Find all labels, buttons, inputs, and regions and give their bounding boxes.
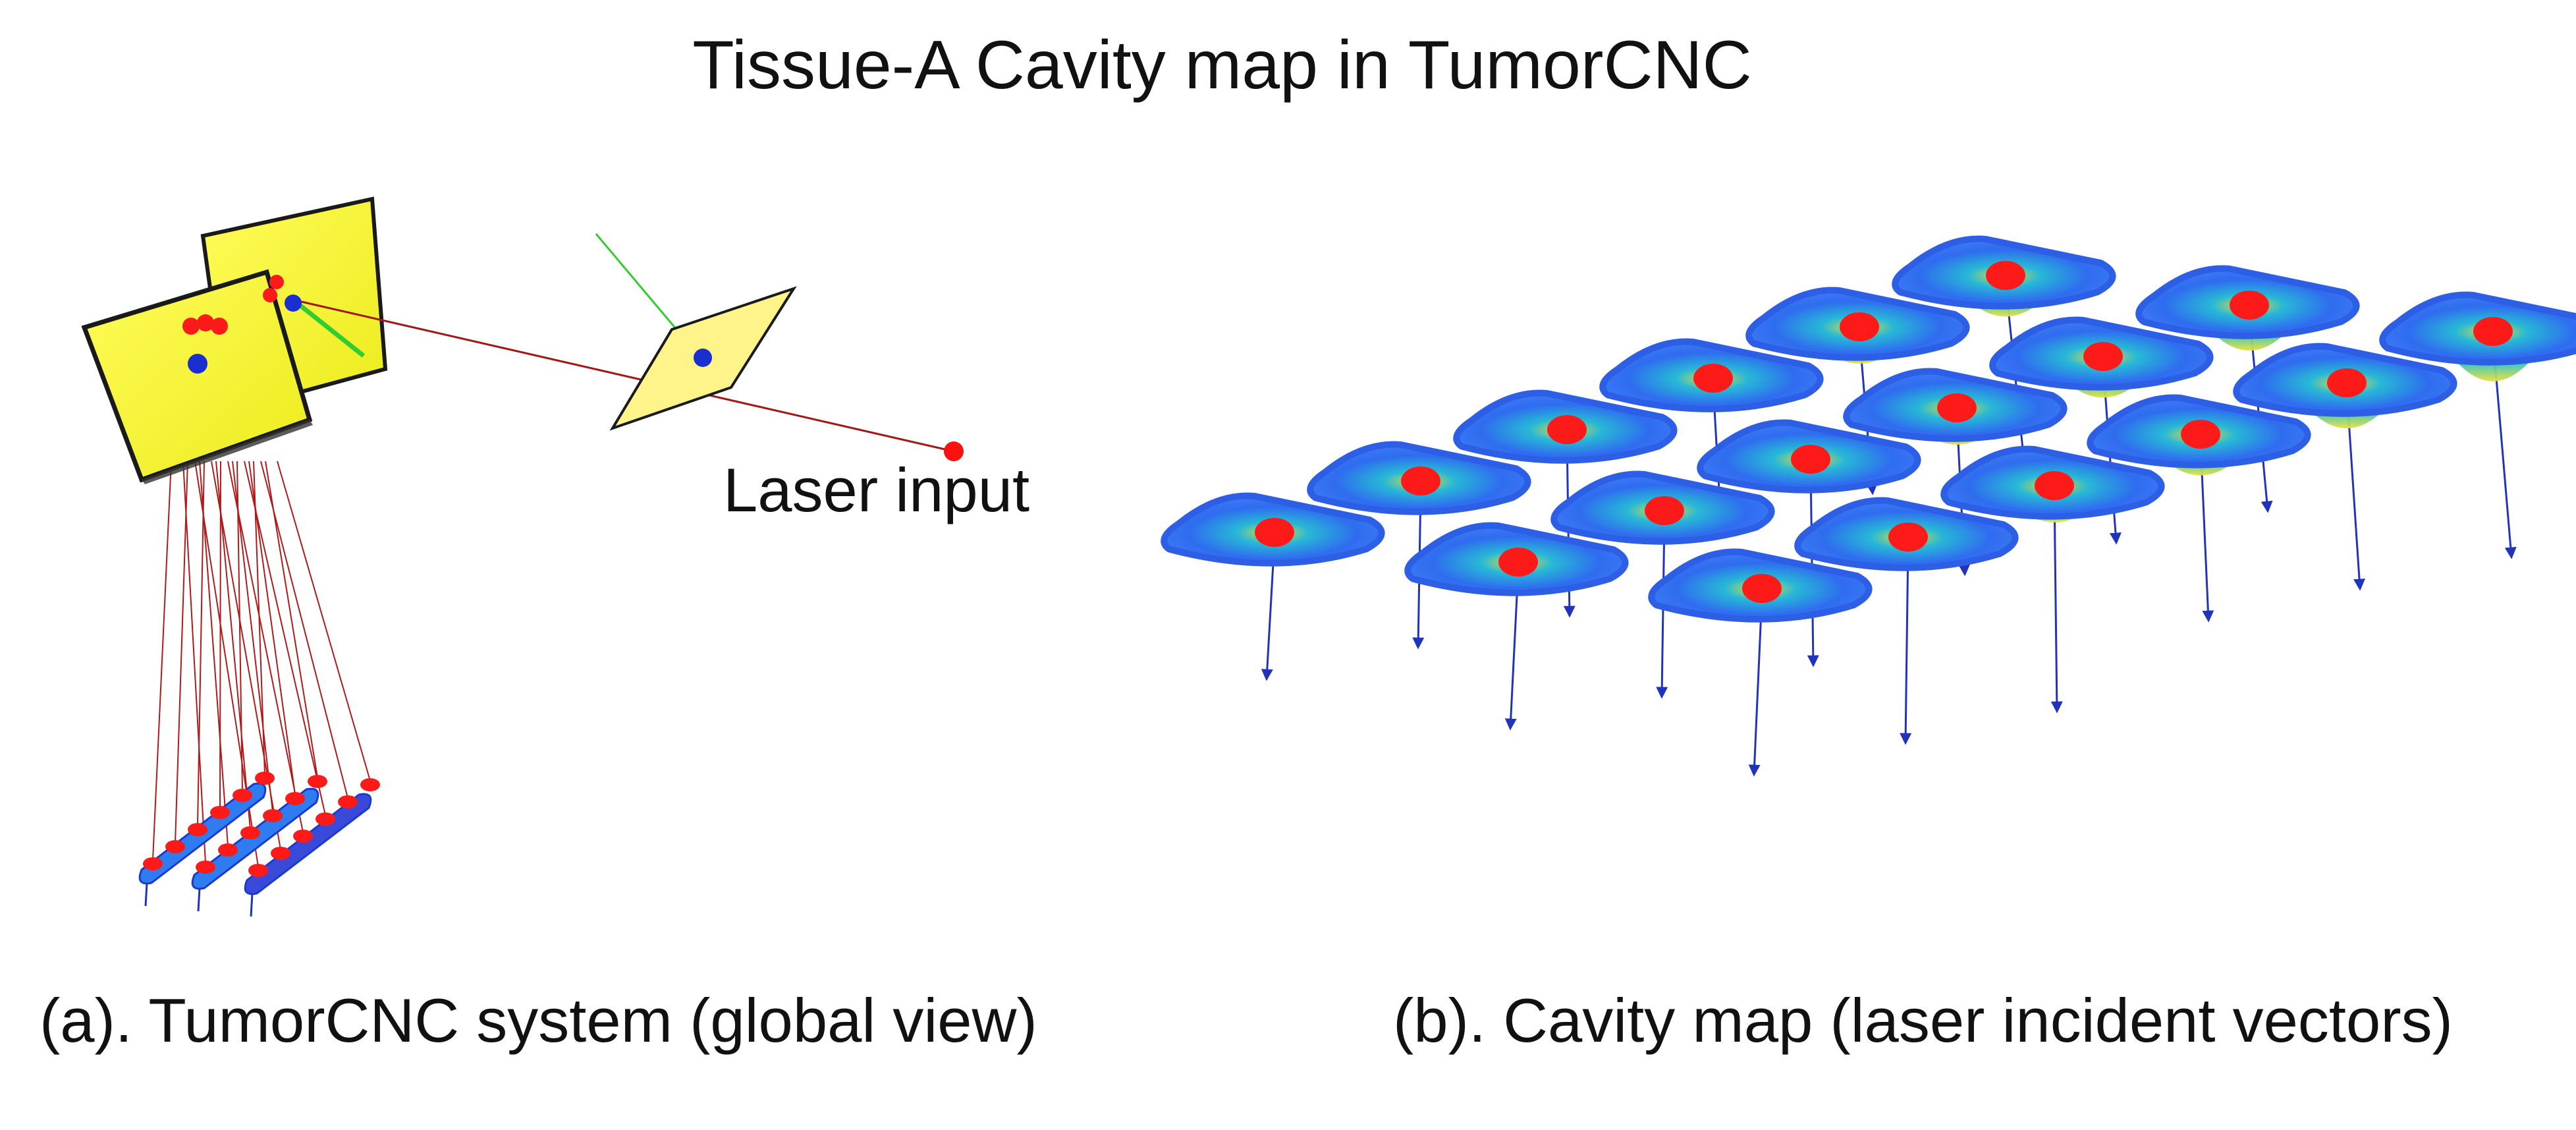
front-mirror bbox=[81, 269, 313, 483]
cavity-target bbox=[1547, 415, 1587, 444]
cavity-target bbox=[1693, 364, 1733, 393]
fan-beam bbox=[211, 461, 281, 850]
cavity-target bbox=[2473, 317, 2513, 346]
incident-vector bbox=[1748, 596, 1763, 777]
laser-input-point bbox=[944, 441, 964, 461]
sample-vector bbox=[197, 888, 201, 912]
sample-target bbox=[338, 795, 358, 808]
sample-target bbox=[218, 843, 238, 857]
laser-input-label: Laser input bbox=[723, 455, 1030, 524]
sample-target bbox=[271, 847, 290, 860]
sample-vector bbox=[144, 882, 148, 907]
cavity-target bbox=[1498, 548, 1538, 577]
cavity-tile bbox=[1794, 497, 2019, 745]
guide-line-short bbox=[291, 298, 366, 358]
sample-target bbox=[240, 826, 260, 839]
panel-b-cavity-map bbox=[1161, 235, 2576, 777]
cavity-target bbox=[1401, 466, 1440, 495]
galvo-pivot bbox=[285, 295, 302, 312]
cavity-tile bbox=[1989, 316, 2214, 545]
fan-beam bbox=[244, 461, 326, 816]
sample-target bbox=[315, 812, 335, 826]
fan-beam bbox=[227, 461, 304, 833]
sample-strip bbox=[244, 793, 372, 895]
splitter-pivot bbox=[694, 349, 712, 367]
sample-vector bbox=[250, 893, 254, 917]
cavity-tile bbox=[1892, 235, 2116, 464]
cavity-target bbox=[2181, 420, 2220, 449]
sample-target bbox=[196, 861, 215, 874]
sample-target bbox=[263, 809, 283, 822]
incident-vector bbox=[1900, 544, 1912, 745]
cavity-tile bbox=[1307, 441, 1531, 650]
fan-beam bbox=[175, 461, 188, 843]
laser-beam bbox=[292, 298, 954, 453]
cavity-target bbox=[1840, 312, 1879, 341]
cavity-tile bbox=[1940, 445, 2165, 714]
cavity-target bbox=[1742, 574, 1782, 603]
cavity-target bbox=[1986, 261, 2025, 290]
cavity-tile bbox=[2379, 291, 2576, 559]
cavity-tile bbox=[1453, 389, 1678, 618]
sample-target bbox=[165, 840, 185, 853]
cavity-tile bbox=[1745, 287, 1970, 495]
cavity-tile bbox=[1697, 419, 1921, 667]
cavity-target bbox=[2035, 471, 2074, 500]
panel-a-system-view bbox=[81, 196, 964, 917]
cavity-target bbox=[1937, 393, 1977, 422]
laser-fan-beams bbox=[152, 461, 371, 867]
sample-target bbox=[285, 792, 305, 805]
fan-beam bbox=[182, 461, 206, 864]
cavity-target bbox=[2230, 291, 2269, 320]
sample-strip bbox=[191, 787, 319, 890]
sample-target bbox=[293, 830, 313, 843]
fan-beam bbox=[219, 461, 221, 809]
cavity-target bbox=[1888, 523, 1928, 551]
front-mirror-shadow-edge bbox=[142, 420, 313, 484]
sample-target bbox=[308, 775, 327, 788]
fan-beam bbox=[260, 461, 348, 799]
cavity-tile bbox=[2135, 265, 2360, 513]
fan-beam bbox=[197, 461, 205, 826]
sample-target bbox=[255, 772, 275, 785]
sample-target bbox=[248, 864, 268, 877]
incident-vector bbox=[1504, 569, 1520, 731]
fan-beam bbox=[152, 461, 172, 861]
cavity-target bbox=[1255, 518, 1294, 547]
incident-vector bbox=[2050, 493, 2063, 714]
fan-beam bbox=[199, 461, 229, 847]
sample-target bbox=[143, 857, 163, 870]
sample-target bbox=[360, 778, 380, 791]
cavity-tile bbox=[2233, 343, 2457, 591]
mirror-markers bbox=[182, 275, 284, 335]
cavity-samples-group bbox=[138, 772, 380, 917]
figure-title: Tissue-A Cavity map in TumorCNC bbox=[692, 27, 1752, 103]
cavity-target bbox=[1791, 445, 1830, 474]
caption-panel-a: (a). TumorCNC system (global view) bbox=[40, 986, 1037, 1055]
cavity-tile bbox=[1648, 548, 1873, 777]
cavity-tile bbox=[1599, 338, 1824, 527]
cavity-target bbox=[2083, 342, 2123, 371]
mirror-pivot bbox=[188, 354, 207, 374]
cavity-tile bbox=[2087, 394, 2311, 623]
sample-target bbox=[210, 806, 230, 819]
caption-panel-b: (b). Cavity map (laser incident vectors) bbox=[1393, 986, 2453, 1055]
cavity-target bbox=[1645, 496, 1684, 525]
cavity-target bbox=[2327, 368, 2367, 397]
sample-target bbox=[188, 823, 207, 836]
cavity-tile bbox=[1161, 492, 1385, 681]
cavity-tile bbox=[1404, 522, 1629, 731]
fan-beam bbox=[277, 461, 371, 781]
sample-target bbox=[233, 789, 252, 802]
